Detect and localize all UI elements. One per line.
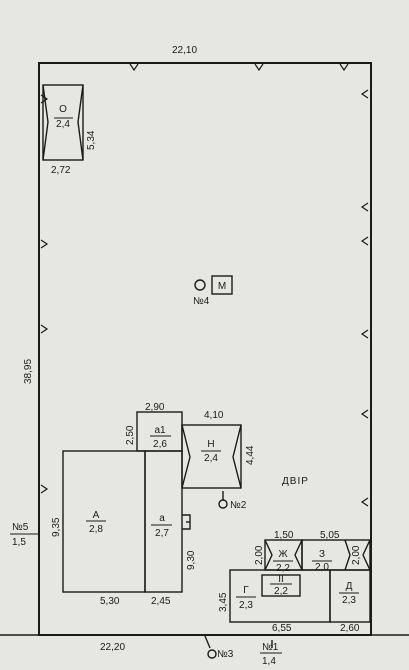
- dim-a1-w: 2,90: [145, 402, 165, 413]
- label-g-letter: Г: [243, 585, 249, 596]
- label-z-num: 2,0: [315, 562, 329, 573]
- label-z-letter: З: [319, 549, 325, 560]
- yard-label: ДВІР: [282, 476, 309, 487]
- label-o-letter: О: [59, 104, 67, 115]
- label-m: М: [218, 281, 226, 292]
- dim-z-h: 2,00: [351, 545, 362, 565]
- label-zh-num: 2,2: [276, 563, 290, 574]
- well-4: [194, 279, 206, 291]
- label-d-num: 2,3: [342, 595, 356, 606]
- dim-bottom: 22,20: [100, 642, 125, 653]
- dim-g-h: 3,45: [218, 592, 229, 612]
- building-d: [329, 569, 371, 623]
- dim-d-w: 2,60: [340, 623, 360, 634]
- label-well-1-val: 1,4: [262, 656, 276, 667]
- dim-a-lower-w: 2,45: [151, 596, 171, 607]
- label-well-4: №4: [193, 296, 210, 307]
- label-o-num: 2,4: [56, 119, 70, 130]
- dim-left: 38,95: [23, 359, 34, 384]
- label-well-1: №1: [262, 642, 279, 653]
- dim-a-lower-h: 9,30: [186, 550, 197, 570]
- label-a1-num: 2,6: [153, 439, 167, 450]
- label-ii-letter: ІІ: [278, 574, 284, 585]
- building-m: [211, 275, 233, 295]
- label-well-5-val: 1,5: [12, 537, 26, 548]
- building-h: [181, 424, 242, 489]
- dim-top: 22,10: [172, 45, 197, 56]
- dim-a-w: 5,30: [100, 596, 120, 607]
- dim-zh-h: 2,00: [254, 545, 265, 565]
- dim-a-h: 9,35: [51, 517, 62, 537]
- well-2: [218, 499, 228, 509]
- label-a-num: 2,8: [89, 524, 103, 535]
- label-h-letter: Н: [207, 439, 214, 450]
- building-ii: [261, 574, 301, 597]
- fence-ticks: [40, 63, 369, 507]
- label-a-lower-num: 2,7: [155, 528, 169, 539]
- dim-h-h: 4,44: [245, 445, 256, 465]
- label-well-5: №5: [12, 522, 29, 533]
- dim-zh-w: 1,50: [274, 530, 294, 541]
- dim-h-w: 4,10: [204, 410, 224, 421]
- well-3: [207, 649, 217, 659]
- label-g-num: 2,3: [239, 600, 253, 611]
- label-well-2: №2: [230, 500, 247, 511]
- dim-z-w: 5,05: [320, 530, 340, 541]
- dim-a1-h: 2,50: [125, 425, 136, 445]
- label-well-3: №3: [217, 649, 234, 660]
- label-a-letter: А: [93, 510, 100, 521]
- label-a-lower-letter: а: [159, 513, 165, 524]
- label-zh-letter: Ж: [278, 549, 288, 560]
- label-d-letter: Д: [346, 581, 353, 592]
- dim-o-h: 5,34: [86, 130, 97, 150]
- building-o: [42, 84, 84, 161]
- label-ii-num: 2,2: [274, 586, 288, 597]
- label-a1-letter: а1: [154, 425, 166, 436]
- label-h-num: 2,4: [204, 453, 218, 464]
- dim-o-w: 2,72: [51, 165, 71, 176]
- dim-bottom-655: 6,55: [272, 623, 292, 634]
